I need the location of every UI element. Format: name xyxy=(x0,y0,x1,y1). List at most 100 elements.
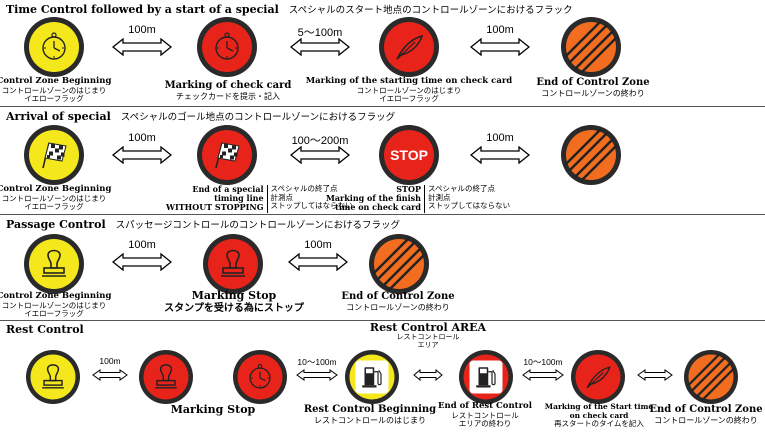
area-title-en: Rest Control AREA xyxy=(369,321,487,334)
caption-en: Marking of the Start time xyxy=(544,402,654,411)
caption-jp-block: スペシャルの終了点 計測点 ストップしてはならない xyxy=(268,184,353,213)
section-title-text: Rest Control xyxy=(6,323,84,336)
section-divider xyxy=(0,106,765,107)
sign-caption: Control Zone Beginning コントロールゾーンのはじまり イエ… xyxy=(0,76,112,104)
fuel-pump-icon xyxy=(354,359,390,395)
section-title-text: Passage Control xyxy=(6,218,106,231)
caption-jp: コントロールゾーンのはじまり xyxy=(1,85,107,95)
red-stamp-sign xyxy=(139,350,193,404)
yellow-stamp-sign xyxy=(26,350,80,404)
sign-caption: Marking Stop スタンプを受ける為にストップ xyxy=(164,289,304,314)
section-title: Passage Control スパッセージコントロールのコントロールゾーンにおけ… xyxy=(6,217,400,231)
caption-en: WITHOUT STOPPING xyxy=(166,202,264,213)
orange-end-sign xyxy=(369,234,429,294)
distance-label: 100m xyxy=(486,24,514,36)
red-fuel-sign xyxy=(459,350,513,404)
caption-jp-block: スペシャルの終了点 計測点 ストップしてはならない xyxy=(425,184,511,213)
distance-label: 5～100m xyxy=(297,27,343,39)
red-checkered-flag-sign xyxy=(197,125,257,185)
double-arrow-icon xyxy=(288,253,348,271)
section-title: Rest Control xyxy=(6,323,84,336)
caption-jp: イエローフラッグ xyxy=(24,94,84,104)
caption-en: Marking Stop xyxy=(170,403,256,416)
caption-jp: エリアの終わり xyxy=(458,419,512,429)
section-title-jp: スペシャルのゴール地点のコントロールゾーンにおけるフラッグ xyxy=(120,112,396,123)
double-arrow-icon xyxy=(470,146,530,164)
distance-label: 100m xyxy=(128,239,156,251)
distance-label: 100m xyxy=(128,24,156,36)
section-divider xyxy=(0,320,765,321)
caption-en: End of a special xyxy=(192,184,264,194)
caption-jp: ストップしてはならない xyxy=(427,201,511,211)
sign-caption: Marking of check card チェックカードを提示・記入 xyxy=(165,80,292,101)
double-arrow-icon xyxy=(112,38,172,56)
stop-text: STOP xyxy=(390,147,428,163)
caption-jp: 計測点 xyxy=(427,192,451,202)
caption-en: on check card xyxy=(569,410,629,420)
sign-caption: End of Control Zone コントロールゾーンの終わり xyxy=(536,77,649,98)
double-arrow-icon xyxy=(413,369,443,381)
sign-caption: Marking of the Start time on check card … xyxy=(544,402,654,429)
yellow-clock-sign xyxy=(24,17,84,77)
caption-en: Control Zone Beginning xyxy=(0,76,112,86)
distance-label: 100m xyxy=(486,132,514,144)
sign-caption: Marking Stop xyxy=(170,403,256,417)
caption-jp: コントロールゾーンの終わり xyxy=(541,88,645,98)
caption-en: timing line xyxy=(214,193,264,204)
double-arrow-icon xyxy=(290,146,350,164)
orange-end-sign xyxy=(561,17,621,77)
caption-jp: スタンプを受ける為にストップ xyxy=(164,302,304,314)
caption-jp: イエローフラッグ xyxy=(379,94,439,104)
distance-label: 10～100m xyxy=(297,357,337,367)
fuel-pump-icon xyxy=(468,359,504,395)
double-arrow-icon xyxy=(522,369,564,381)
distance-label: 100m xyxy=(128,132,156,144)
caption-jp: コントロールゾーンのはじまり xyxy=(356,85,462,95)
red-clock-sign xyxy=(233,350,287,404)
sign-caption: End of Control Zone コントロールゾーンの終わり xyxy=(649,404,762,425)
caption-jp: スペシャルの終了点 xyxy=(270,184,338,193)
double-arrow-icon xyxy=(290,38,350,56)
sign-caption: Control Zone Beginning コントロールゾーンのはじまり イエ… xyxy=(0,184,111,212)
double-arrow-icon xyxy=(296,369,338,381)
caption-en: Marking of the starting time on check ca… xyxy=(305,76,513,86)
stop-sign: STOP xyxy=(379,125,439,185)
section-divider xyxy=(0,214,765,215)
caption-en: End of Control Zone xyxy=(536,77,650,88)
double-arrow-icon xyxy=(112,146,172,164)
red-clock-sign xyxy=(197,17,257,77)
section-title-text: Time Control followed by a start of a sp… xyxy=(6,3,279,16)
sign-caption-split: STOP Marking of the finish time on check… xyxy=(326,184,511,213)
caption-en-block: STOP Marking of the finish time on check… xyxy=(326,184,425,213)
caption-jp: 計測点 xyxy=(270,192,294,202)
caption-en: Control Zone Beginning xyxy=(0,291,112,301)
caption-jp: コントロールゾーンのはじまり xyxy=(1,193,107,203)
red-stamp-sign xyxy=(203,234,263,294)
double-arrow-icon xyxy=(637,369,673,381)
red-feather-sign xyxy=(379,17,439,77)
section-title-jp: スペシャルのスタート地点のコントロールゾーンにおけるフラック xyxy=(288,5,573,16)
caption-jp: ストップしてはならない xyxy=(270,201,353,211)
double-arrow-icon xyxy=(470,38,530,56)
caption-jp: レストコントロールのはじまり xyxy=(313,415,426,425)
distance-label: 100m xyxy=(99,356,121,366)
area-title-jp: エリア xyxy=(417,340,439,349)
caption-jp: コントロールゾーンのはじまり xyxy=(1,300,107,310)
sign-caption: End of Control Zone コントロールゾーンの終わり xyxy=(341,291,454,312)
section-title-text: Arrival of special xyxy=(6,110,111,123)
caption-en: End of Control Zone xyxy=(341,291,455,302)
caption-en-block: End of a special timing line WITHOUT STO… xyxy=(166,184,268,213)
caption-jp: レストコントロール xyxy=(451,410,519,420)
caption-jp: イエローフラッグ xyxy=(24,202,84,212)
distance-label: 100～200m xyxy=(291,135,349,147)
area-title-jp: レストコントロール xyxy=(396,333,460,342)
caption-en: STOP xyxy=(396,184,421,194)
caption-jp: イエローフラッグ xyxy=(24,309,84,319)
distance-label: 10～100m xyxy=(523,357,563,367)
caption-en: Marking of the finish xyxy=(326,193,421,204)
section-title: Time Control followed by a start of a sp… xyxy=(6,2,573,16)
caption-jp: チェックカードを提示・記入 xyxy=(175,91,280,101)
yellow-checkered-flag-sign xyxy=(24,125,84,185)
sign-caption: Rest Control Beginning レストコントロールのはじまり xyxy=(304,404,436,425)
section-title-jp: スパッセージコントロールのコントロールゾーンにおけるフラッグ xyxy=(115,220,400,231)
